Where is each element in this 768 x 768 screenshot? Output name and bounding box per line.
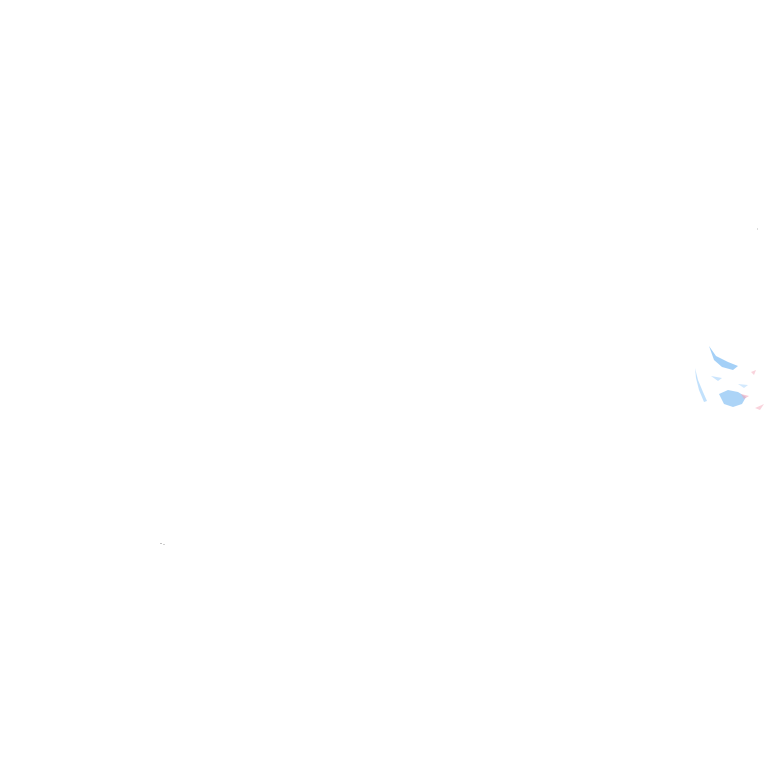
pink-smudge-mark-2 [751, 370, 756, 375]
pink-smudge-mark [741, 394, 749, 399]
speck [757, 228, 758, 230]
speck [163, 544, 165, 545]
speck [160, 543, 162, 544]
blue-smudge-faint-edge [695, 368, 707, 402]
blue-smudge-blob [719, 390, 746, 407]
pink-smudge-mark-3 [755, 404, 764, 410]
blue-smudge-streak [709, 346, 738, 370]
blue-smudge-wisp-2 [738, 384, 748, 388]
blue-smudge-wisp [711, 376, 722, 381]
faint-specks [160, 228, 758, 545]
blue-smudge-cluster [695, 346, 764, 410]
